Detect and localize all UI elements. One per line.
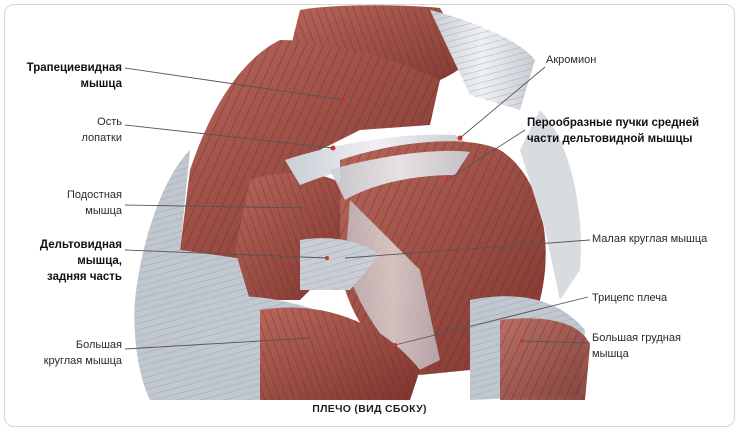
label-trapezius: Трапециевидная мышца — [10, 60, 122, 92]
label-pectoralis-major: Большая грудная мышца — [592, 330, 681, 362]
label-infraspinatus: Подостная мышца — [10, 187, 122, 219]
label-acromion: Акромион — [546, 52, 596, 68]
label-deltoid-middle: Перообразные пучки средней части дельтов… — [527, 115, 699, 147]
label-teres-minor: Малая круглая мышца — [592, 231, 707, 247]
diagram-caption: ПЛЕЧО (ВИД СБОКУ) — [0, 403, 739, 415]
label-triceps: Трицепс плеча — [592, 290, 667, 306]
label-spine-scapula: Ость лопатки — [10, 114, 122, 146]
label-teres-major: Большая круглая мышца — [10, 337, 122, 369]
label-deltoid-posterior: Дельтовидная мышца, задняя часть — [10, 237, 122, 285]
